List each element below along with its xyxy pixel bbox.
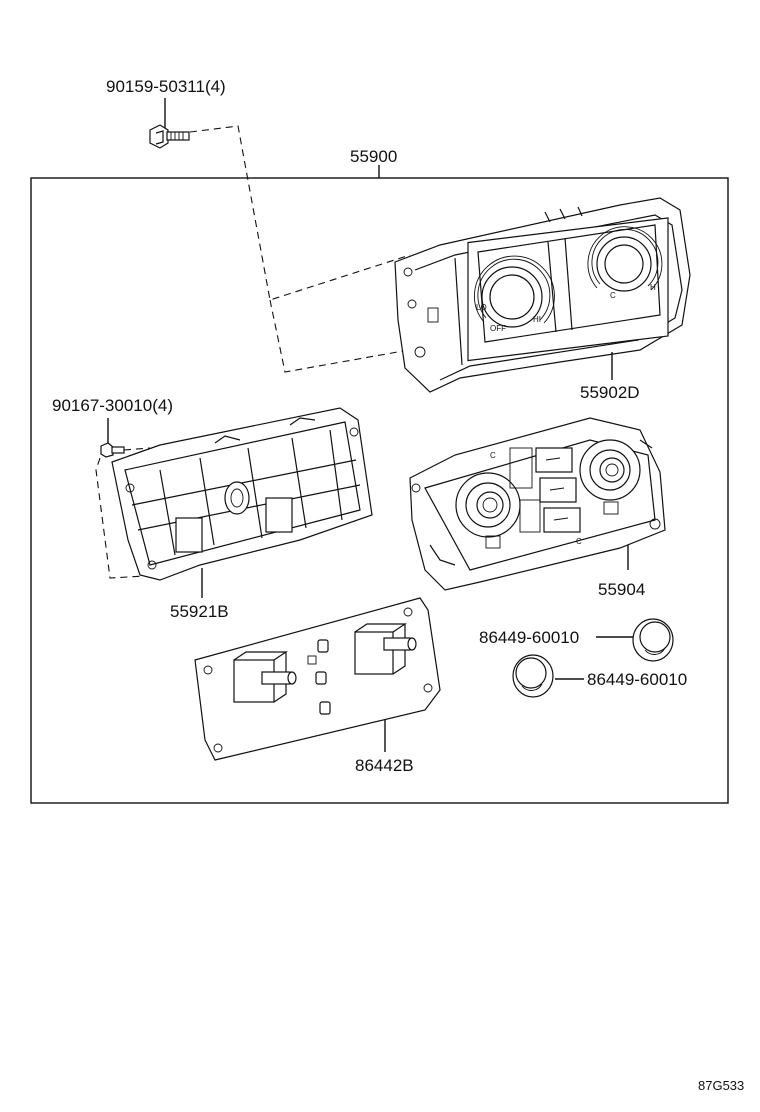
bolt-icon [149,124,190,149]
base-mark-c-left: C [490,451,496,460]
bracket-55921b [111,407,373,581]
dial-left-off: OFF [490,324,506,333]
dial-right-h: H [650,283,656,292]
control-panel-55902d: LO HI OFF C H [394,197,691,393]
control-base-55904: C C [409,417,666,591]
dial-right-c: C [610,291,616,300]
label-bolt: 90159-50311(4) [106,77,226,96]
circuit-board-86442b [194,597,441,761]
base-mark-c-right: C [576,537,582,546]
label-circuit-board: 86442B [355,756,414,775]
screw-alignment-lines [95,447,151,579]
knob-lower [512,654,554,698]
screw-icon [100,442,125,458]
label-screw: 90167-30010(4) [52,396,173,415]
bolt-alignment-lines [189,125,421,373]
label-control-panel: 55902D [580,383,640,402]
label-assembly: 55900 [350,147,397,166]
label-knob-upper: 86449-60010 [479,628,579,647]
dial-left-hi: HI [533,315,541,324]
label-control-base: 55904 [598,580,645,599]
knob-upper [632,618,674,662]
dial-left-lo: LO [476,303,487,312]
label-knob-lower: 86449-60010 [587,670,687,689]
reference-code: 87G533 [698,1078,744,1093]
label-bracket: 55921B [170,602,229,621]
